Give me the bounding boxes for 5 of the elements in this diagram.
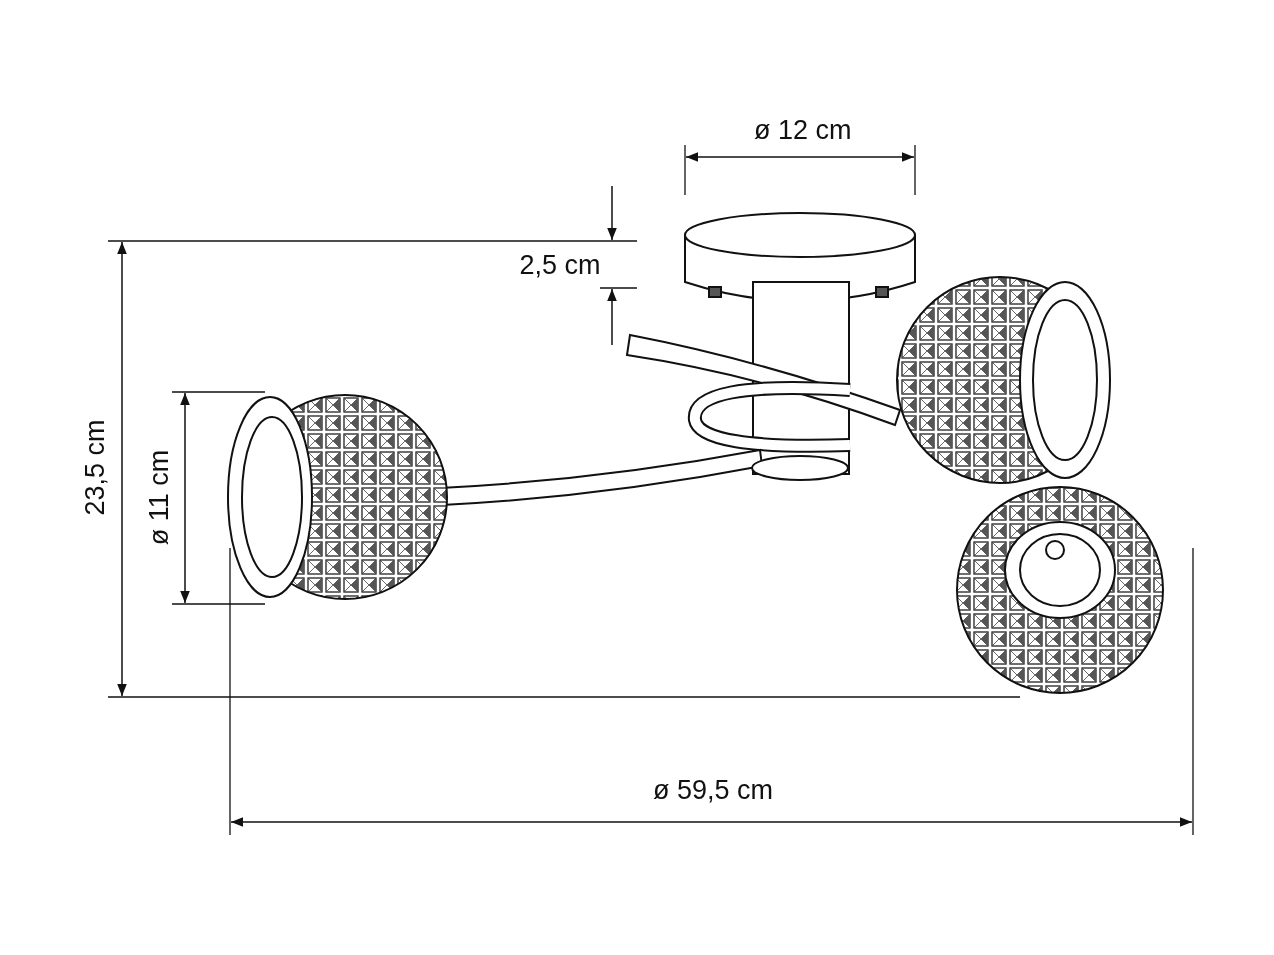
dimension-label: ø 12 cm <box>754 116 852 144</box>
dimension-label: 23,5 cm <box>81 419 109 515</box>
dimension-label: 2,5 cm <box>519 251 601 279</box>
dimension-label: ø 59,5 cm <box>653 776 774 804</box>
dimension-label: ø 11 cm <box>146 449 174 545</box>
